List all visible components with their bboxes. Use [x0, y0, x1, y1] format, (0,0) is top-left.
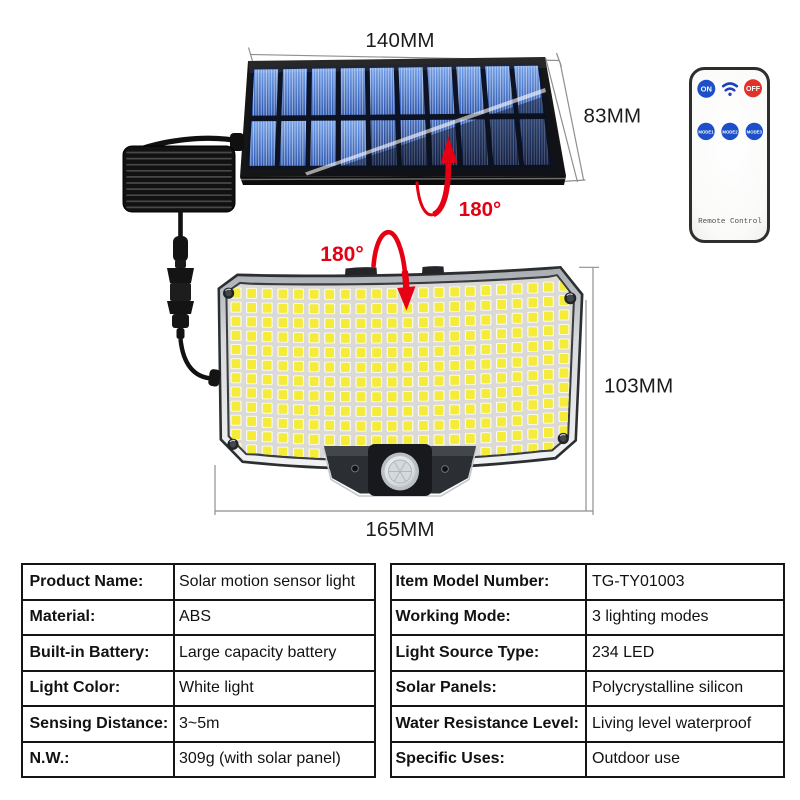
- svg-text:OFF: OFF: [746, 86, 761, 93]
- svg-text:140MM: 140MM: [365, 29, 434, 52]
- svg-text:Remote Control: Remote Control: [698, 218, 762, 226]
- svg-text:180°: 180°: [459, 198, 501, 221]
- svg-text:165MM: 165MM: [365, 518, 434, 541]
- svg-text:MODE3: MODE3: [747, 129, 763, 134]
- svg-text:83MM: 83MM: [584, 105, 642, 128]
- svg-text:103MM: 103MM: [604, 375, 673, 398]
- svg-text:ON: ON: [701, 85, 712, 94]
- svg-text:MODE1: MODE1: [698, 129, 714, 134]
- svg-text:MODE2: MODE2: [722, 129, 738, 134]
- svg-text:180°: 180°: [320, 243, 363, 266]
